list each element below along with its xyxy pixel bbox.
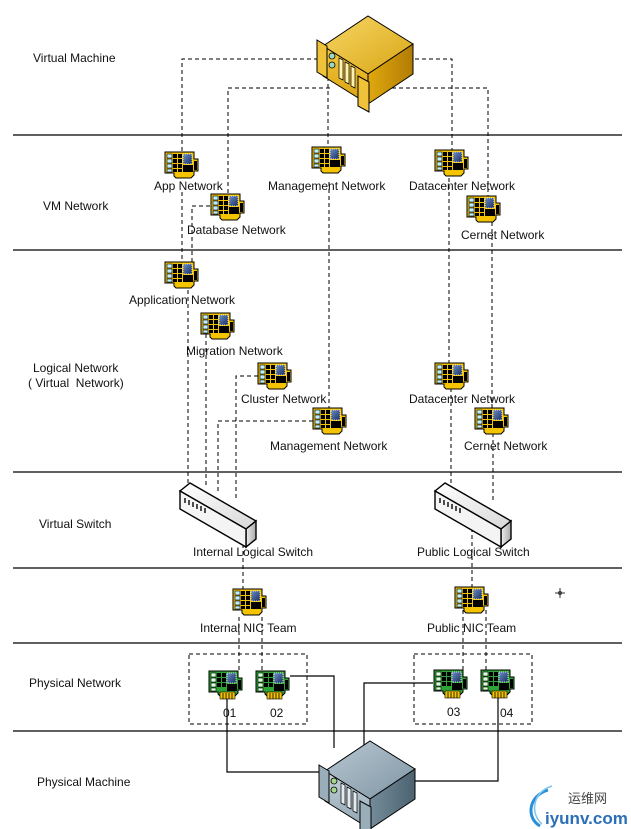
switch-icon — [434, 482, 512, 548]
logical-network-cernet[interactable]: Cernet Network — [464, 407, 548, 453]
vm-network-app[interactable]: App Network — [154, 151, 224, 193]
internal-logical-switch[interactable]: Internal Logical Switch — [179, 482, 313, 559]
link-nic04-host — [412, 697, 499, 782]
nic-icon — [312, 407, 347, 435]
physical-nic-label: 01 — [223, 706, 237, 720]
nic-team-label: Internal NIC Team — [200, 621, 297, 635]
virtual-machine-server-icon[interactable] — [316, 15, 414, 113]
pnic-icon — [208, 670, 243, 700]
switch-icon — [179, 482, 257, 548]
physical-nic-label: 04 — [500, 706, 514, 720]
nic-icon — [454, 586, 489, 614]
logical-network-label: Cluster Network — [241, 392, 327, 406]
layer-label-virtual-machine: Virtual Machine — [33, 51, 116, 65]
logical-network-label: Cernet Network — [464, 439, 548, 453]
vm-network-management[interactable]: Management Network — [268, 146, 386, 193]
nic-team-label: Public NIC Team — [427, 621, 516, 635]
physical-nic-label: 02 — [270, 706, 284, 720]
link-management-switch — [217, 420, 313, 491]
vm-network-cernet[interactable]: Cernet Network — [461, 195, 545, 242]
link-cernet — [378, 87, 489, 198]
switch-label: Internal Logical Switch — [193, 545, 313, 559]
layer-label-virtual-switch: Virtual Switch — [39, 517, 111, 531]
logical-network-label: Datacenter Network — [409, 392, 516, 406]
internal-nic-group — [188, 653, 308, 725]
vm-network-label: App Network — [154, 179, 224, 193]
layer-label-logical-network: Logical Network — [33, 361, 119, 375]
watermark-logo: 运维网 iyunv.com — [529, 785, 628, 828]
link-app — [181, 58, 325, 165]
logical-network-migration[interactable]: Migration Network — [186, 312, 284, 358]
vm-network-label: Cernet Network — [461, 228, 545, 242]
nic-icon — [210, 193, 245, 221]
physical-links — [226, 675, 499, 782]
nic-icon — [164, 151, 199, 179]
logical-network-label: Migration Network — [186, 344, 284, 358]
nic-icon — [257, 362, 292, 390]
nic-icon — [311, 146, 346, 174]
link-database-down — [191, 205, 210, 265]
public-nic-group — [413, 653, 533, 725]
layer-label-physical-network: Physical Network — [29, 676, 122, 690]
public-logical-switch[interactable]: Public Logical Switch — [417, 482, 530, 559]
public-nic-team[interactable]: Public NIC Team — [427, 586, 516, 635]
logical-network-management[interactable]: Management Network — [270, 407, 388, 453]
layer-sublabel-logical-network: ( Virtual Network) — [28, 376, 124, 390]
nic-icon — [434, 149, 469, 177]
link-database — [227, 87, 330, 207]
vm-network-datacenter[interactable]: Datacenter Network — [409, 149, 516, 193]
logical-network-application[interactable]: Application Network — [129, 261, 236, 307]
nic-icon — [232, 588, 267, 616]
physical-nic-01[interactable]: 01 — [208, 670, 243, 720]
nic-icon — [466, 195, 501, 223]
physical-nic-02[interactable]: 02 — [255, 670, 290, 720]
pnic-icon — [433, 669, 468, 699]
logical-network-label: Application Network — [129, 293, 236, 307]
watermark-swoosh-icon — [529, 788, 549, 828]
nic-icon — [434, 362, 469, 390]
nic-icon — [474, 407, 509, 435]
vm-network-database[interactable]: Database Network — [187, 193, 287, 237]
link-nic02-host — [290, 675, 335, 748]
logical-network-datacenter[interactable]: Datacenter Network — [409, 362, 516, 406]
pnic-icon — [480, 669, 515, 699]
layer-label-vm-network: VM Network — [43, 199, 109, 213]
internal-nic-team[interactable]: Internal NIC Team — [200, 588, 297, 635]
vm-network-label: Database Network — [187, 223, 287, 237]
logical-network-label: Management Network — [270, 439, 388, 453]
pnic-icon — [255, 670, 290, 700]
layer-label-physical-machine: Physical Machine — [37, 775, 131, 789]
physical-machine-server-icon[interactable] — [318, 740, 416, 829]
switch-label: Public Logical Switch — [417, 545, 530, 559]
physical-nic-04[interactable]: 04 — [480, 669, 515, 720]
link-nic01-host — [226, 695, 325, 773]
physical-nic-label: 03 — [447, 705, 461, 719]
crosshair-cursor-icon — [555, 588, 565, 598]
vm-network-label: Management Network — [268, 179, 386, 193]
vm-network-label: Datacenter Network — [409, 179, 516, 193]
logical-network-cluster[interactable]: Cluster Network — [241, 362, 327, 406]
link-nic03-host — [363, 682, 433, 748]
link-datacenter — [408, 58, 453, 154]
physical-nic-03[interactable]: 03 — [433, 669, 468, 719]
link-cluster-switch — [235, 375, 258, 500]
watermark-en: iyunv.com — [545, 809, 628, 828]
virtual-links — [181, 58, 494, 670]
watermark-cn: 运维网 — [568, 792, 607, 807]
nic-icon — [164, 261, 199, 289]
